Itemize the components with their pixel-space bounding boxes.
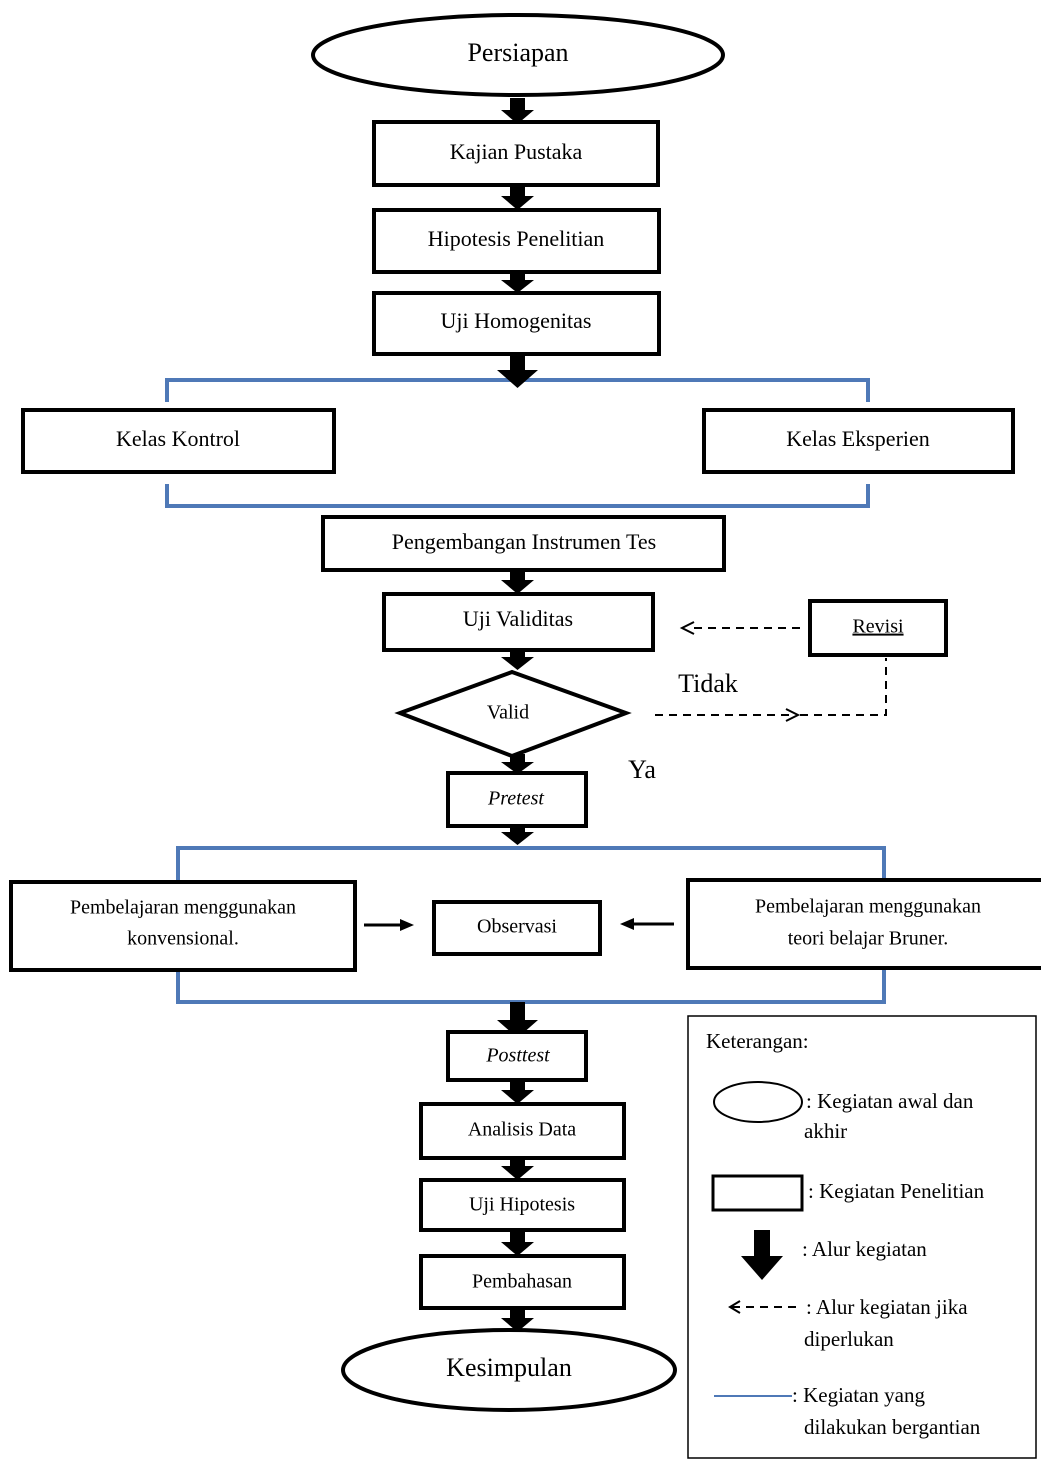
legend-dashed-line2: diperlukan: [804, 1327, 894, 1351]
analisis-data-box: [419, 1102, 626, 1160]
hipotesis-penelitian-box: [372, 208, 661, 274]
start-label: Persiapan: [467, 38, 568, 67]
revision-loop: [655, 621, 887, 722]
pengembangan-instrumen-box: [321, 515, 726, 572]
arrow-down-icon: [501, 1230, 534, 1256]
arrow-down-icon: [501, 826, 534, 845]
observasi-arrows: [364, 918, 674, 931]
arrow-down-icon: [501, 570, 534, 594]
pembahasan-label: Pembahasan: [472, 1271, 572, 1293]
ya-label: Ya: [628, 755, 656, 784]
flow-arrows: [497, 98, 538, 1332]
observasi-label: Observasi: [477, 916, 557, 938]
uji-hipotesis-label: Uji Hipotesis: [469, 1194, 575, 1216]
pembelajaran-konvensional-line1: Pembelajaran menggunakan: [70, 897, 296, 919]
legend-title: Keterangan:: [706, 1029, 809, 1053]
uji-validitas-label: Uji Validitas: [463, 606, 573, 631]
arrow-down-icon: [501, 98, 534, 124]
legend-oval-icon: [713, 1081, 803, 1123]
start-oval: [311, 13, 725, 97]
arrow-down-icon: [501, 650, 534, 670]
end-label: Kesimpulan: [446, 1353, 572, 1382]
arrow-down-icon: [497, 354, 538, 388]
analisis-data-label: Analisis Data: [468, 1119, 576, 1141]
valid-label: Valid: [487, 702, 529, 724]
kelas-eksperien-label: Kelas Eksperien: [786, 426, 930, 451]
pengembangan-instrumen-label: Pengembangan Instrumen Tes: [392, 529, 656, 554]
pembelajaran-bruner-line1: Pembelajaran menggunakan: [755, 896, 981, 918]
legend: Keterangan: : Kegiatan awal dan akhir : …: [687, 1015, 1037, 1459]
kajian-pustaka-label: Kajian Pustaka: [450, 139, 583, 164]
kelas-kontrol-label: Kelas Kontrol: [116, 426, 240, 451]
legend-rect-label: : Kegiatan Penelitian: [808, 1179, 985, 1203]
uji-validitas-box: [382, 592, 655, 652]
kajian-pustaka-box: [372, 120, 660, 187]
uji-homogenitas-box: [372, 291, 661, 356]
observasi-box: [432, 900, 602, 956]
arrow-right-icon: [400, 919, 414, 931]
arrow-down-icon: [501, 185, 534, 210]
arrow-down-icon: [501, 1308, 534, 1332]
kelas-kontrol-box: [21, 408, 336, 474]
pembelajaran-bruner-box: [686, 878, 1041, 970]
legend-dashed-arrow-icon: [728, 1300, 800, 1314]
legend-arrow-icon: [741, 1230, 783, 1280]
pembelajaran-bruner-line2: teori belajar Bruner.: [788, 928, 949, 950]
arrow-down-icon: [501, 1080, 534, 1104]
revisi-box: [808, 599, 948, 657]
tidak-label: Tidak: [678, 669, 738, 698]
arrow-down-icon: [501, 754, 534, 774]
hipotesis-penelitian-label: Hipotesis Penelitian: [428, 226, 605, 251]
legend-oval-line1: : Kegiatan awal dan: [806, 1089, 974, 1113]
end-oval: [341, 1328, 677, 1412]
pembelajaran-konvensional-line2: konvensional.: [127, 928, 239, 950]
legend-line-line1: : Kegiatan yang: [792, 1383, 925, 1407]
uji-hipotesis-box: [419, 1178, 626, 1232]
kelas-eksperien-box: [702, 408, 1015, 474]
revisi-label: Revisi: [852, 616, 904, 638]
pembelajaran-konvensional-box: [9, 880, 357, 972]
arrow-down-icon: [501, 272, 534, 293]
posttest-label: Posttest: [485, 1045, 550, 1067]
pembahasan-box: [419, 1254, 626, 1310]
arrow-down-icon: [497, 1002, 538, 1038]
arrow-down-icon: [501, 1158, 534, 1180]
pretest-box: [446, 771, 588, 828]
uji-homogenitas-label: Uji Homogenitas: [441, 308, 592, 333]
legend-arrow-label: : Alur kegiatan: [802, 1237, 927, 1261]
pretest-label: Pretest: [487, 788, 544, 810]
legend-rect-icon: [711, 1174, 804, 1212]
legend-oval-line2: akhir: [804, 1119, 847, 1143]
legend-line-line2: dilakukan bergantian: [804, 1415, 981, 1439]
legend-dashed-line1: : Alur kegiatan jika: [806, 1295, 968, 1319]
posttest-box: [446, 1030, 588, 1082]
bracket-pembelajaran: [176, 846, 886, 1004]
valid-decision-diamond: [394, 669, 632, 759]
arrow-left-icon: [620, 918, 634, 930]
